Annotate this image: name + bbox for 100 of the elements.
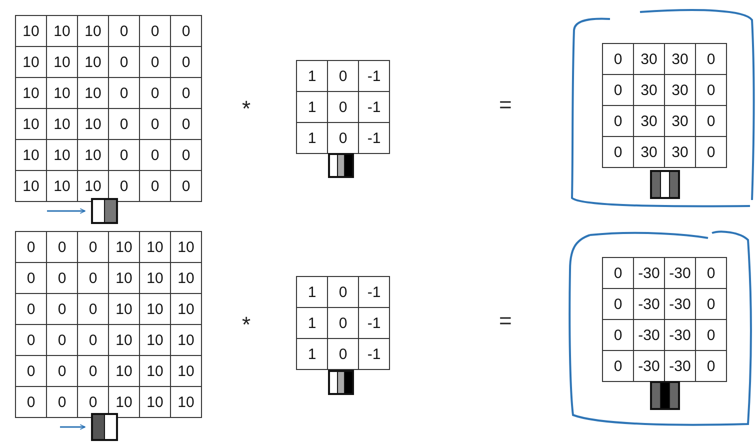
matrix-cell: 1 — [296, 338, 328, 370]
operator-sign: = — [499, 308, 512, 334]
matrix-cell: 10 — [170, 356, 202, 386]
matrix-cell: 0 — [328, 276, 358, 308]
matrix-cell: 0 — [46, 386, 78, 418]
matrix-cell: 10 — [140, 324, 170, 356]
matrix-cell: 0 — [602, 288, 634, 320]
matrix-cell: 10 — [46, 78, 78, 108]
matrix-cell: 0 — [16, 324, 46, 356]
matrix-cell: 10 — [78, 46, 108, 78]
matrix-cell: 10 — [170, 262, 202, 294]
matrix-cell: 0 — [328, 308, 358, 338]
matrix-cell: 10 — [108, 232, 140, 262]
matrix-cell: 0 — [602, 136, 634, 168]
stripe-pattern-icon — [91, 198, 118, 224]
operator-sign: = — [499, 92, 512, 118]
matrix-cell: 10 — [16, 108, 46, 140]
matrix-cell: 0 — [140, 16, 170, 46]
matrix-cell: -1 — [358, 338, 390, 370]
stripe-pattern-icon — [328, 153, 354, 178]
matrix-cell: 0 — [46, 262, 78, 294]
matrix-cell: 0 — [170, 46, 202, 78]
matrix-cell: -30 — [634, 320, 664, 350]
matrix-cell: 0 — [140, 46, 170, 78]
matrix-cell: 1 — [296, 92, 328, 122]
arrow — [47, 208, 86, 214]
matrix-cell: 1 — [296, 276, 328, 308]
matrix-cell: 10 — [78, 140, 108, 170]
matrix-cell: 0 — [140, 170, 170, 202]
matrix-cell: 0 — [108, 78, 140, 108]
matrix-cell: 10 — [140, 262, 170, 294]
matrix-cell: 10 — [140, 294, 170, 324]
matrix-cell: 10 — [46, 16, 78, 46]
matrix-cell: 10 — [108, 294, 140, 324]
matrix-cell: 10 — [140, 386, 170, 418]
matrix-cell: 30 — [664, 106, 696, 136]
matrix-cell: 0 — [16, 232, 46, 262]
matrix-cell: 30 — [634, 44, 664, 74]
matrix-cell: 1 — [296, 308, 328, 338]
matrix-cell: -1 — [358, 276, 390, 308]
matrix-cell: 0 — [16, 356, 46, 386]
stripe-pattern-icon — [650, 381, 680, 410]
matrix-cell: 0 — [696, 106, 726, 136]
matrix-cell: 30 — [664, 74, 696, 106]
matrix-cell: 1 — [296, 122, 328, 154]
matrix-cell: -30 — [634, 350, 664, 382]
matrix-cell: 0 — [328, 60, 358, 92]
matrix-cell: 0 — [602, 74, 634, 106]
arrow — [60, 424, 86, 430]
matrix-cell: 0 — [696, 320, 726, 350]
matrix-cell: 0 — [696, 288, 726, 320]
matrix-cell: 0 — [170, 140, 202, 170]
matrix-cell: 10 — [78, 16, 108, 46]
matrix-cell: -1 — [358, 122, 390, 154]
matrix-cell: 0 — [170, 108, 202, 140]
matrix-cell: 0 — [696, 44, 726, 74]
matrix-cell: 10 — [78, 108, 108, 140]
matrix-cell: 10 — [46, 108, 78, 140]
matrix-cell: -30 — [664, 258, 696, 288]
matrix-cell: -30 — [664, 288, 696, 320]
matrix-cell: 0 — [602, 350, 634, 382]
matrix-cell: 0 — [78, 324, 108, 356]
matrix-cell: 30 — [664, 44, 696, 74]
matrix-cell: 10 — [170, 294, 202, 324]
matrix-cell: 10 — [108, 262, 140, 294]
matrix-cell: 30 — [634, 106, 664, 136]
matrix-cell: 10 — [16, 170, 46, 202]
matrix-cell: 1 — [296, 60, 328, 92]
matrix-cell: 0 — [16, 294, 46, 324]
matrix-cell: 10 — [46, 140, 78, 170]
matrix-cell: 0 — [108, 108, 140, 140]
matrix-cell: 10 — [140, 356, 170, 386]
matrix-cell: 0 — [602, 44, 634, 74]
matrix-cell: 0 — [696, 74, 726, 106]
matrix-cell: 0 — [78, 356, 108, 386]
matrix-cell: -30 — [634, 258, 664, 288]
matrix-cell: 0 — [46, 356, 78, 386]
matrix-cell: 10 — [16, 78, 46, 108]
matrix-cell: 10 — [16, 16, 46, 46]
matrix-cell: 0 — [46, 232, 78, 262]
matrix-cell: 0 — [170, 78, 202, 108]
matrix-cell: 0 — [696, 258, 726, 288]
matrix-cell: 10 — [16, 46, 46, 78]
matrix-cell: 0 — [170, 170, 202, 202]
matrix-cell: 0 — [78, 262, 108, 294]
matrix-cell: 10 — [46, 170, 78, 202]
matrix-cell: 0 — [108, 46, 140, 78]
matrix-cell: 30 — [634, 74, 664, 106]
matrix-cell: 0 — [78, 232, 108, 262]
stripe-pattern-icon — [91, 413, 118, 441]
matrix-cell: 0 — [108, 16, 140, 46]
matrix-cell: -30 — [634, 288, 664, 320]
matrix-cell: 0 — [16, 262, 46, 294]
matrix-cell: 10 — [46, 46, 78, 78]
matrix-cell: 0 — [140, 140, 170, 170]
stripe-pattern-icon — [328, 370, 354, 395]
matrix-cell: -30 — [664, 320, 696, 350]
matrix-cell: 10 — [170, 324, 202, 356]
operator-sign: * — [242, 312, 251, 338]
matrix-cell: 0 — [696, 136, 726, 168]
